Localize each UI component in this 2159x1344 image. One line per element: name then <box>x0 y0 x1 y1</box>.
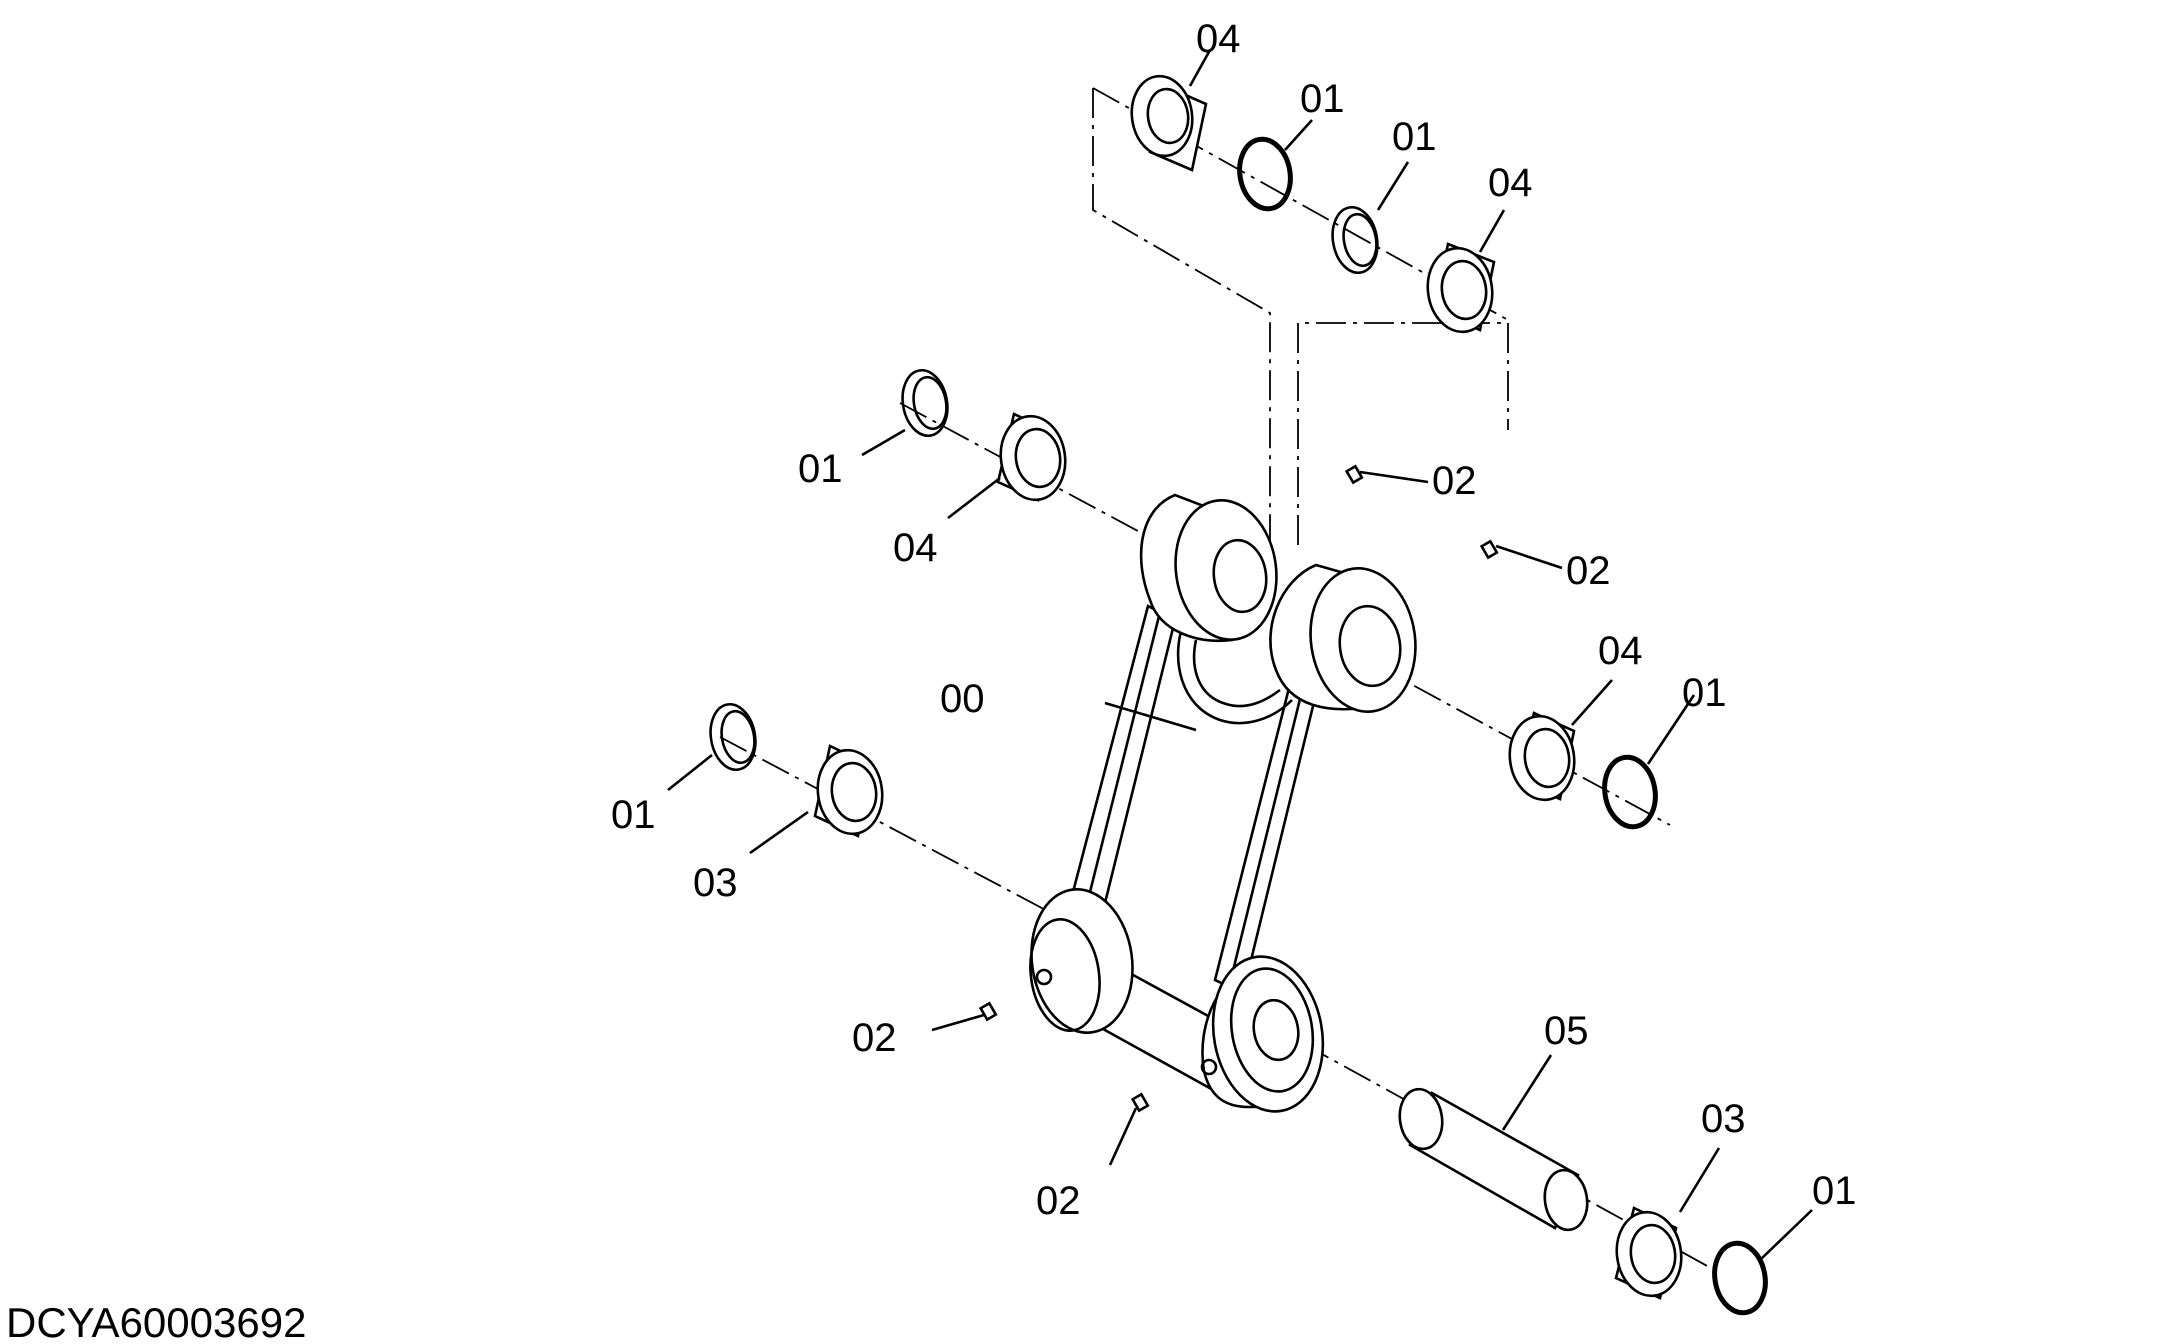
label-03-bottom: 03 <box>1701 1097 1746 1141</box>
label-02-right: 02 <box>1566 549 1611 593</box>
label-02-top: 02 <box>1432 459 1477 503</box>
drawing-code: DCYA60003692 <box>6 1299 306 1344</box>
label-02-left: 02 <box>852 1016 897 1060</box>
label-01-right-mid: 01 <box>1682 671 1727 715</box>
pin-05 <box>1398 1087 1589 1232</box>
link-assembly <box>1029 493 1417 1113</box>
label-02-bottom: 02 <box>1036 1179 1081 1223</box>
label-05-pin: 05 <box>1544 1009 1589 1053</box>
label-04-left-upper: 04 <box>893 526 938 570</box>
bushings <box>813 74 1683 1300</box>
seal-rings <box>709 136 1768 1316</box>
label-00-link: 00 <box>940 677 985 721</box>
part-labels: 04 01 01 04 01 04 02 02 04 01 00 01 03 0… <box>611 17 1857 1223</box>
label-03-left-lower: 03 <box>693 861 738 905</box>
label-01-bottom: 01 <box>1812 1169 1857 1213</box>
label-04-right-mid: 04 <box>1598 629 1643 673</box>
label-01-right-top: 01 <box>1392 115 1437 159</box>
label-04-top: 04 <box>1196 17 1241 61</box>
label-01-left-lower: 01 <box>611 793 656 837</box>
leader-lines <box>667 49 1813 1261</box>
label-04-right-top: 04 <box>1488 161 1533 205</box>
grease-nipples <box>978 464 1499 1113</box>
label-01-top: 01 <box>1300 77 1345 121</box>
label-01-left-upper: 01 <box>798 447 843 491</box>
